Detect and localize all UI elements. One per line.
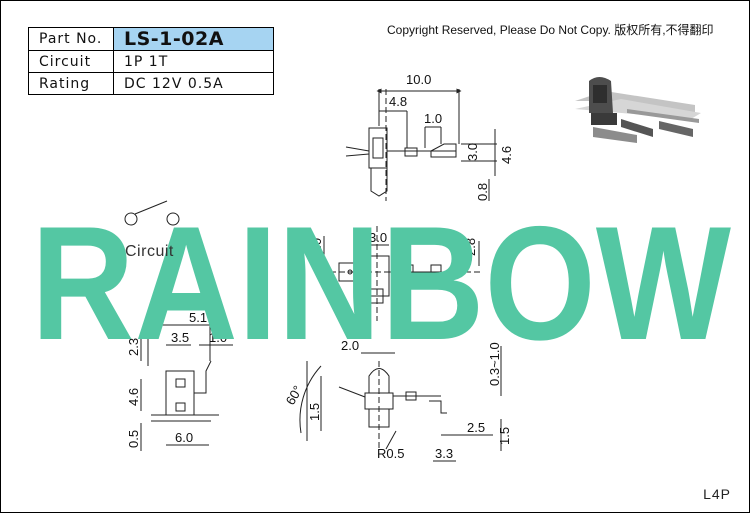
spec-row-part-no: Part No. LS-1-02A	[28, 27, 274, 51]
rating-label: Rating	[28, 72, 114, 95]
dim-top-h1: 3.0	[465, 143, 480, 161]
dim-left-w2: 3.5	[171, 330, 189, 345]
dim-left-w1: 5.1	[189, 310, 207, 325]
rating-value: DC 12V 0.5A	[113, 72, 274, 95]
dim-top-h2: 4.6	[499, 146, 514, 164]
dim-bot-w3: 3.3	[435, 446, 453, 461]
bottom-view-drawing	[338, 361, 447, 451]
product-illustration	[575, 77, 701, 143]
dim-mid-h2: 6.0	[286, 278, 301, 296]
dim-bot-h1: 1.5	[307, 403, 322, 421]
dim-top-small: 1.0	[424, 111, 442, 126]
dim-left-base: 6.0	[175, 430, 193, 445]
copyright-notice: Copyright Reserved, Please Do Not Copy. …	[387, 23, 714, 37]
dim-bot-radius: R0.5	[377, 446, 404, 461]
circuit-symbol	[124, 200, 180, 226]
dim-bot-w1: 2.0	[341, 338, 359, 353]
spec-table: Part No. LS-1-02A Circuit 1P 1T Rating D…	[28, 27, 274, 95]
dim-left-h1: 2.3	[126, 338, 141, 356]
side-view-drawing	[321, 226, 481, 321]
spec-row-rating: Rating DC 12V 0.5A	[28, 72, 274, 95]
dim-mid-w1: 2.0	[309, 238, 324, 256]
dim-left-w3: 1.0	[209, 330, 227, 345]
dim-top-offset: 4.8	[389, 94, 407, 109]
circuit-symbol-label: Circuit	[125, 243, 174, 260]
dim-mid-w2: 3.0	[369, 230, 387, 245]
rainbow-watermark: RAINBOW	[31, 193, 731, 374]
dim-left-h3: 0.5	[126, 430, 141, 448]
circuit-label: Circuit	[28, 50, 114, 73]
dim-bot-w2: 2.5	[467, 420, 485, 435]
dim-bot-h2: 1.5	[497, 427, 512, 445]
top-view-drawing	[345, 89, 457, 201]
dim-left-h2: 4.6	[126, 388, 141, 406]
spec-row-circuit: Circuit 1P 1T	[28, 50, 274, 73]
dim-mid-h1: 2.8	[463, 238, 478, 256]
part-no-label: Part No.	[28, 27, 114, 51]
dim-bot-range: 0.3~1.0	[487, 342, 502, 386]
dim-top-h3: 0.8	[475, 183, 490, 201]
page-code: L4P	[703, 486, 731, 502]
dim-top-width: 10.0	[406, 72, 431, 87]
front-view-drawing	[151, 360, 219, 422]
part-no-value: LS-1-02A	[113, 27, 274, 51]
